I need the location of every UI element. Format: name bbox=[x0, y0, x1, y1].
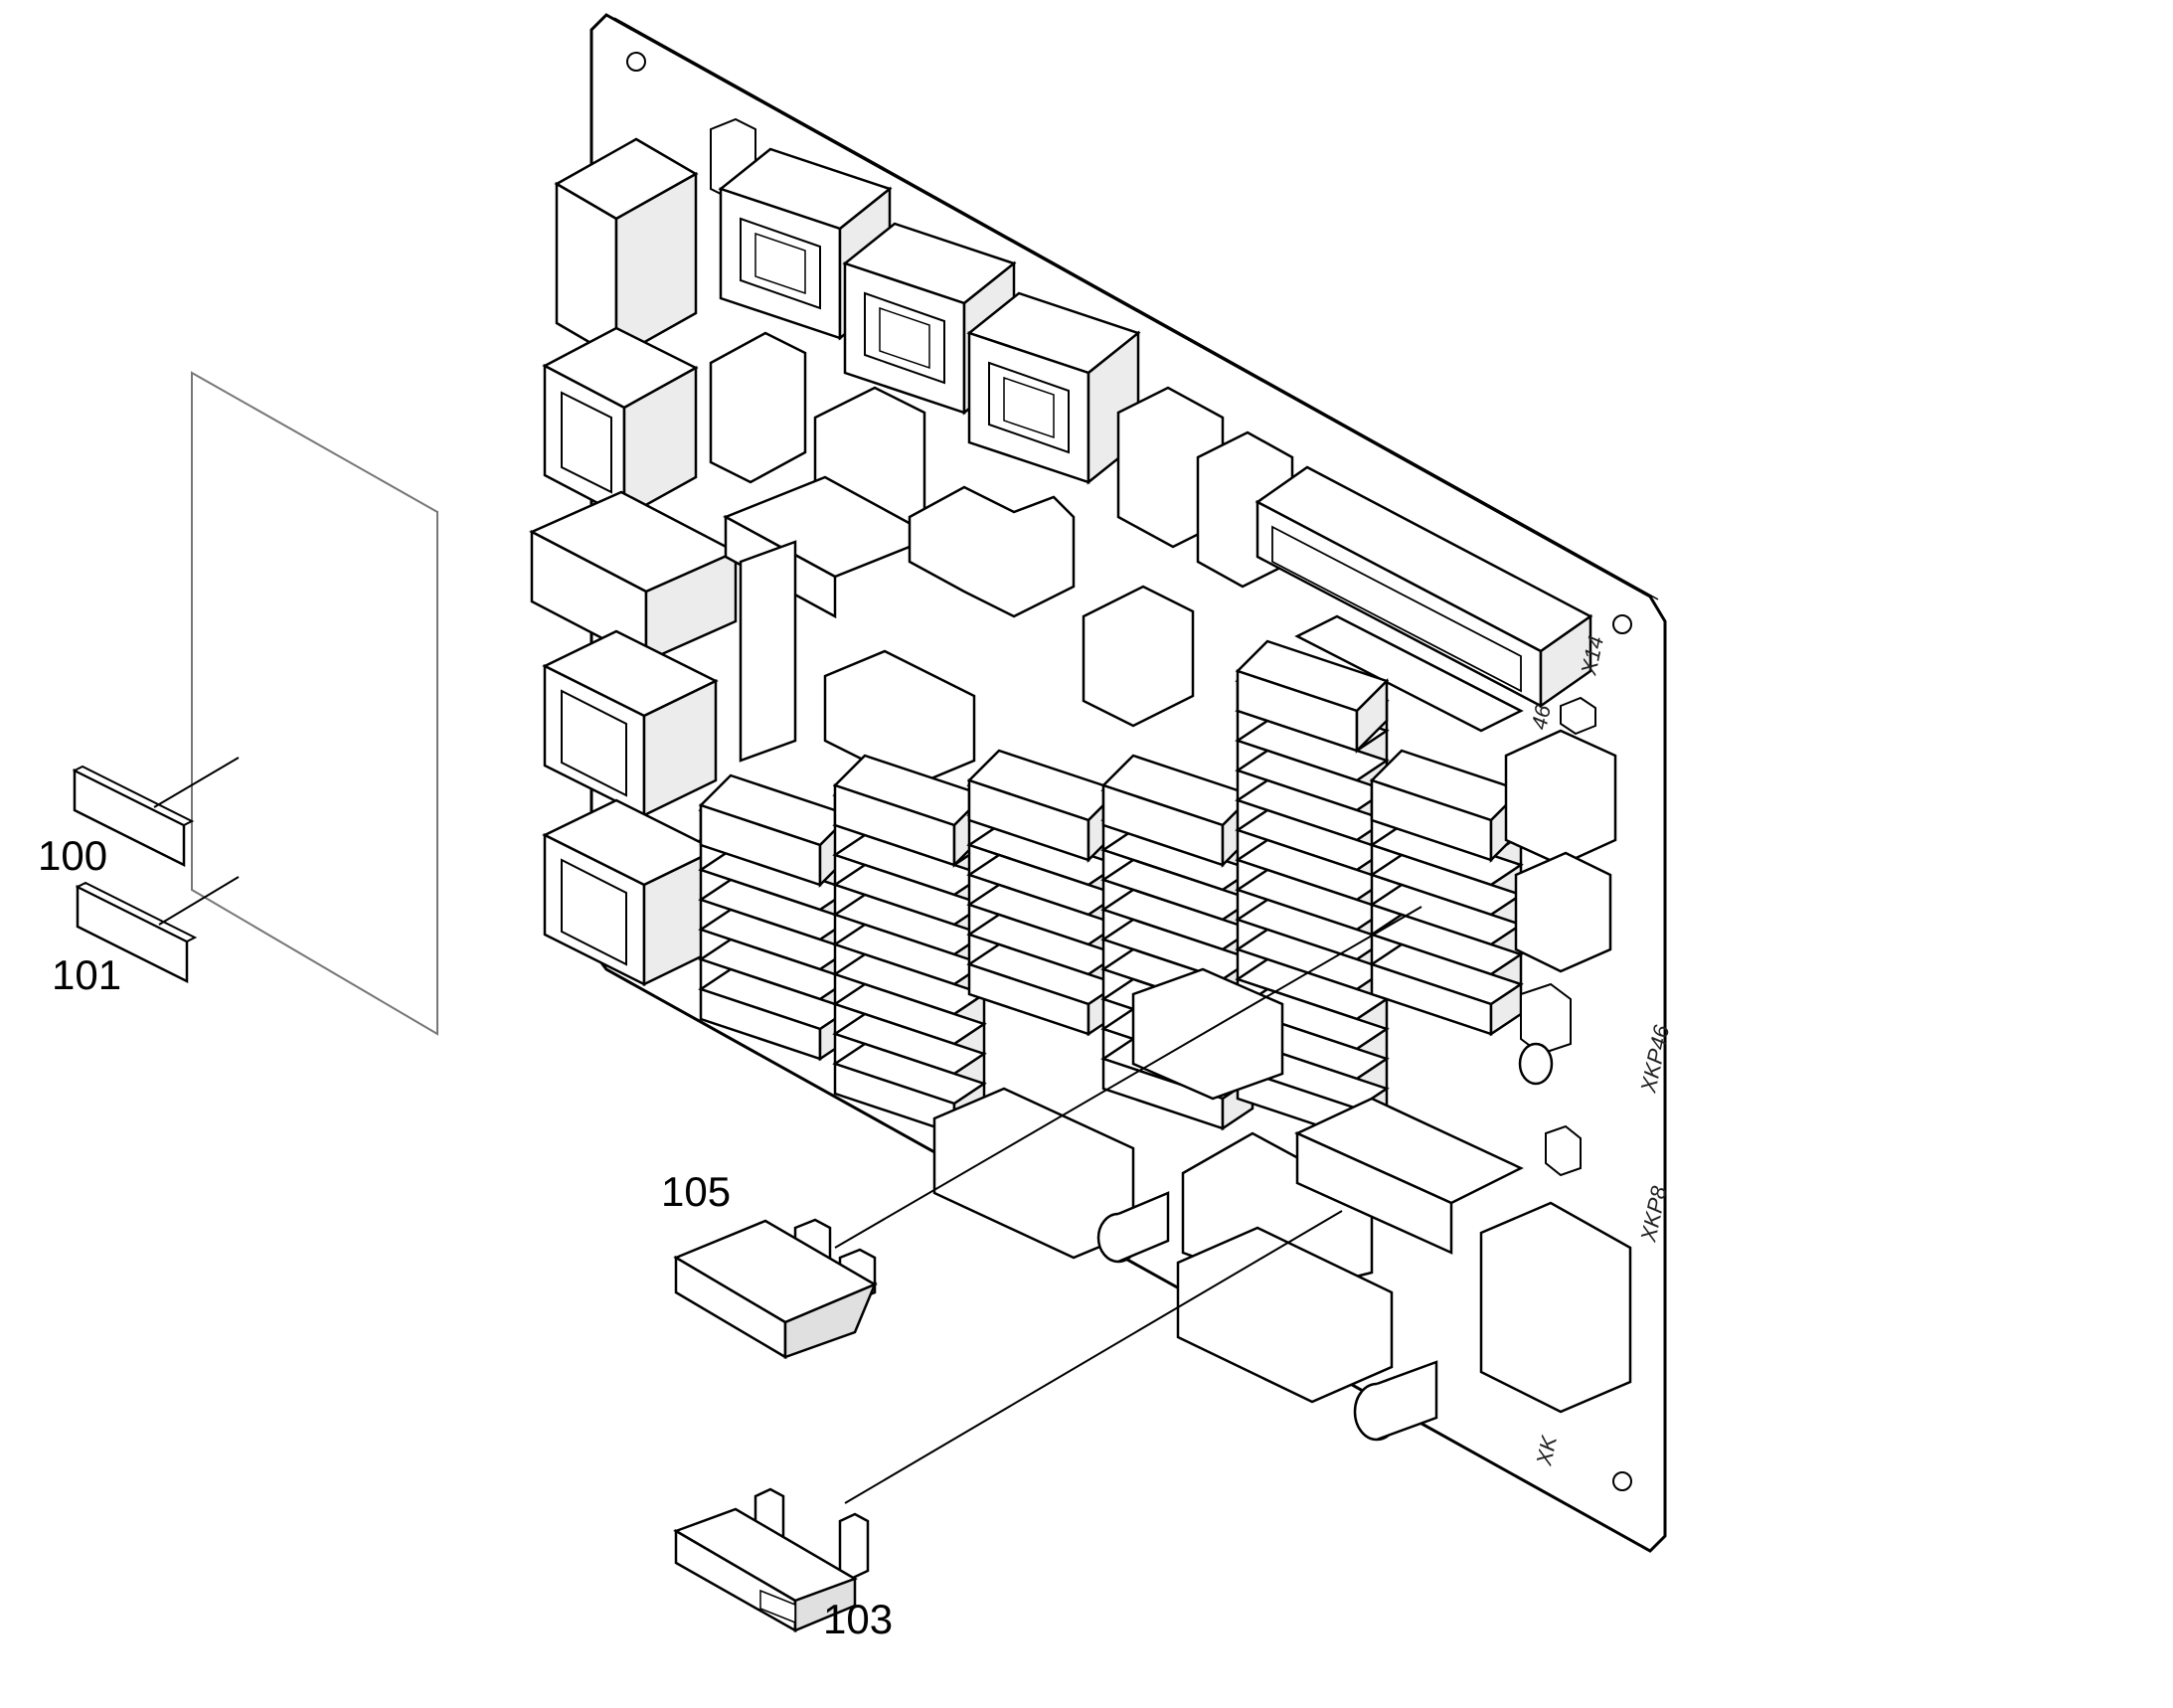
mount-hole-icon bbox=[1612, 1471, 1632, 1491]
connector-x14 bbox=[1254, 465, 1593, 733]
callout-103: 103 bbox=[823, 1596, 894, 1642]
fuse-column-1 bbox=[699, 773, 852, 1061]
mount-hole-icon bbox=[626, 52, 646, 72]
label-sheet bbox=[191, 371, 438, 1036]
right-connectors bbox=[1504, 696, 1617, 973]
fuse-column-6 bbox=[1370, 749, 1523, 1036]
callout-105: 105 bbox=[661, 1168, 732, 1215]
capacitor-icon bbox=[1518, 1042, 1554, 1086]
fuse-column-2 bbox=[833, 754, 986, 1135]
left-connectors bbox=[529, 326, 739, 987]
fuse-105 bbox=[673, 906, 1422, 1360]
top-connectors bbox=[554, 117, 1140, 484]
fuse-column-3 bbox=[967, 749, 1120, 1036]
callout-100: 100 bbox=[38, 832, 108, 879]
callout-101: 101 bbox=[52, 951, 122, 998]
mount-hole-icon bbox=[1612, 614, 1632, 634]
label-strip-100 bbox=[72, 757, 240, 868]
cylinders bbox=[1096, 1042, 1554, 1442]
board-label-46: 46 bbox=[1526, 702, 1556, 732]
fuse-103 bbox=[673, 1210, 1343, 1633]
relay-blocks bbox=[709, 331, 1294, 787]
label-strip-101 bbox=[75, 876, 240, 984]
lower-components bbox=[932, 967, 1632, 1414]
